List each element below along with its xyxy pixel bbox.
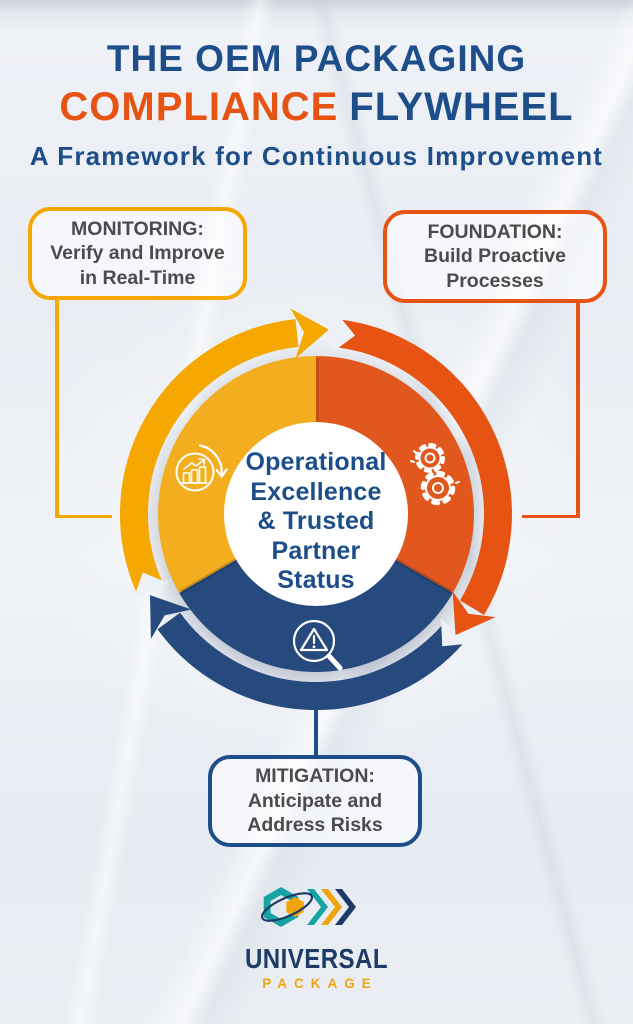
mitigation-line1: Anticipate and bbox=[247, 789, 383, 812]
company-logo: UNIVERSAL PACKAGE bbox=[0, 878, 633, 991]
universal-package-logo-icon bbox=[260, 887, 356, 927]
mitigation-line2: Address Risks bbox=[247, 814, 383, 837]
flywheel-center-text: Operational Excellence & Trusted Partner… bbox=[221, 448, 411, 596]
monitoring-line1: Verify and Improve bbox=[50, 242, 225, 265]
monitoring-callout: MONITORING: Verify and Improve in Real-T… bbox=[28, 207, 247, 300]
page-subtitle: A Framework for Continuous Improvement bbox=[29, 141, 604, 171]
foundation-line1: Build Proactive bbox=[424, 245, 566, 268]
foundation-heading: FOUNDATION: bbox=[427, 220, 563, 243]
logo-chevron-teal bbox=[306, 889, 328, 925]
monitoring-connector-vertical bbox=[55, 298, 59, 518]
growth-chart-cycle-icon bbox=[175, 444, 228, 492]
mitigation-connector-vertical bbox=[314, 700, 318, 757]
center-text-line4: Partner bbox=[271, 536, 361, 565]
monitoring-connector-horizontal bbox=[55, 514, 112, 518]
logo-tagline: PACKAGE bbox=[262, 976, 378, 991]
mitigation-callout: MITIGATION: Anticipate and Address Risks bbox=[208, 755, 422, 847]
monitoring-line2: in Real-Time bbox=[79, 266, 196, 289]
arrow-arc-monitoring bbox=[119, 319, 299, 594]
center-text-line5: Status bbox=[277, 566, 355, 594]
arc-notch-orange bbox=[332, 314, 356, 352]
foundation-connector-vertical bbox=[576, 301, 580, 518]
arrowhead-mitigation bbox=[149, 595, 192, 639]
page-title-accent: COMPLIANCE bbox=[59, 85, 339, 129]
flywheel-pie bbox=[158, 356, 474, 672]
monitoring-heading: MONITORING: bbox=[71, 217, 204, 240]
mitigation-heading: MITIGATION: bbox=[255, 765, 375, 788]
arrowhead-foundation bbox=[452, 591, 496, 636]
arrowhead-monitoring bbox=[290, 308, 329, 359]
logo-name: UNIVERSAL bbox=[244, 943, 389, 974]
arrow-arc-foundation bbox=[336, 319, 512, 615]
center-text-line3: & Trusted bbox=[257, 507, 375, 535]
page-title-rest: FLYWHEEL bbox=[349, 85, 574, 129]
center-text-line2: Excellence bbox=[250, 477, 382, 506]
foundation-callout: FOUNDATION: Build Proactive Processes bbox=[383, 210, 607, 303]
center-text-line1: Operational bbox=[245, 448, 387, 476]
logo-chevron-gold bbox=[320, 889, 342, 925]
arrow-arc-mitigation bbox=[157, 612, 464, 710]
foundation-connector-horizontal bbox=[522, 514, 579, 518]
flywheel-hub bbox=[224, 422, 408, 606]
gears-icon bbox=[410, 443, 460, 506]
foundation-line2: Processes bbox=[446, 269, 544, 292]
arc-notch-yellow bbox=[133, 572, 169, 599]
logo-chevron-navy bbox=[334, 889, 356, 925]
risk-magnifier-icon bbox=[292, 619, 343, 671]
page-title-line1: THE OEM PACKAGING bbox=[106, 38, 527, 79]
flywheel-diagram bbox=[119, 308, 512, 710]
logo-orbit-ring bbox=[260, 892, 313, 922]
